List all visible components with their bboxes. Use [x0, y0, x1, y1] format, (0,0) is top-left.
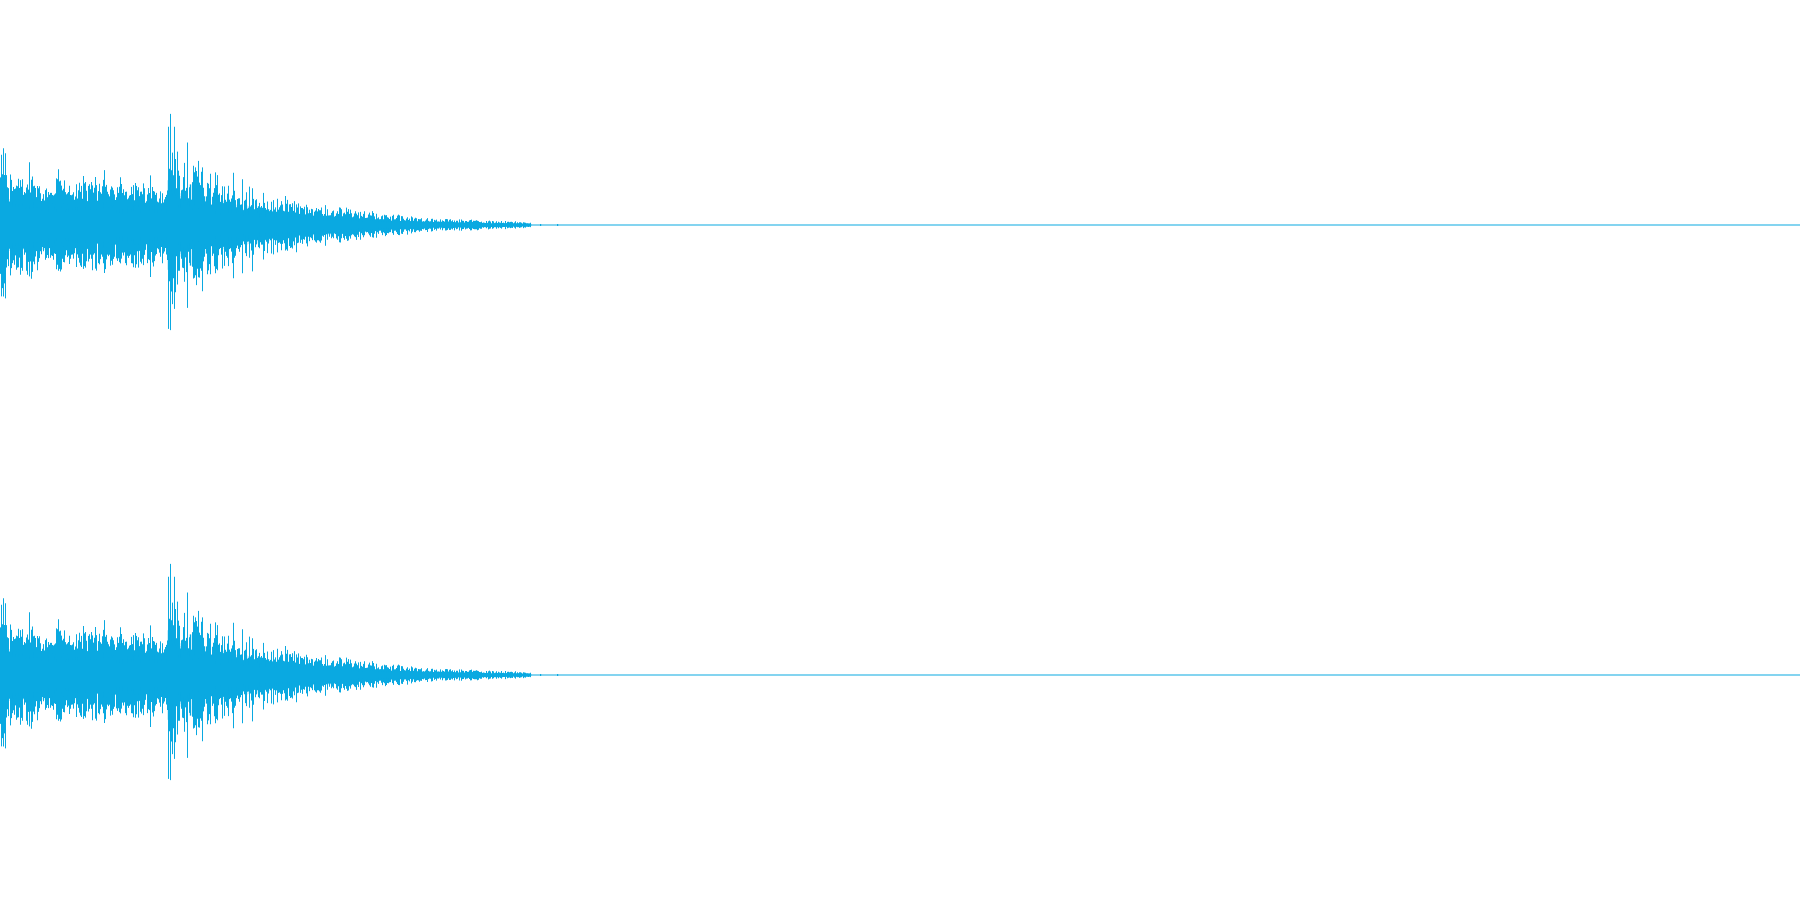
- waveform-core: [0, 168, 532, 282]
- waveform-channel-2: [0, 563, 1800, 781]
- waveform-core: [0, 618, 532, 732]
- waveform-channel-1: [0, 113, 1800, 331]
